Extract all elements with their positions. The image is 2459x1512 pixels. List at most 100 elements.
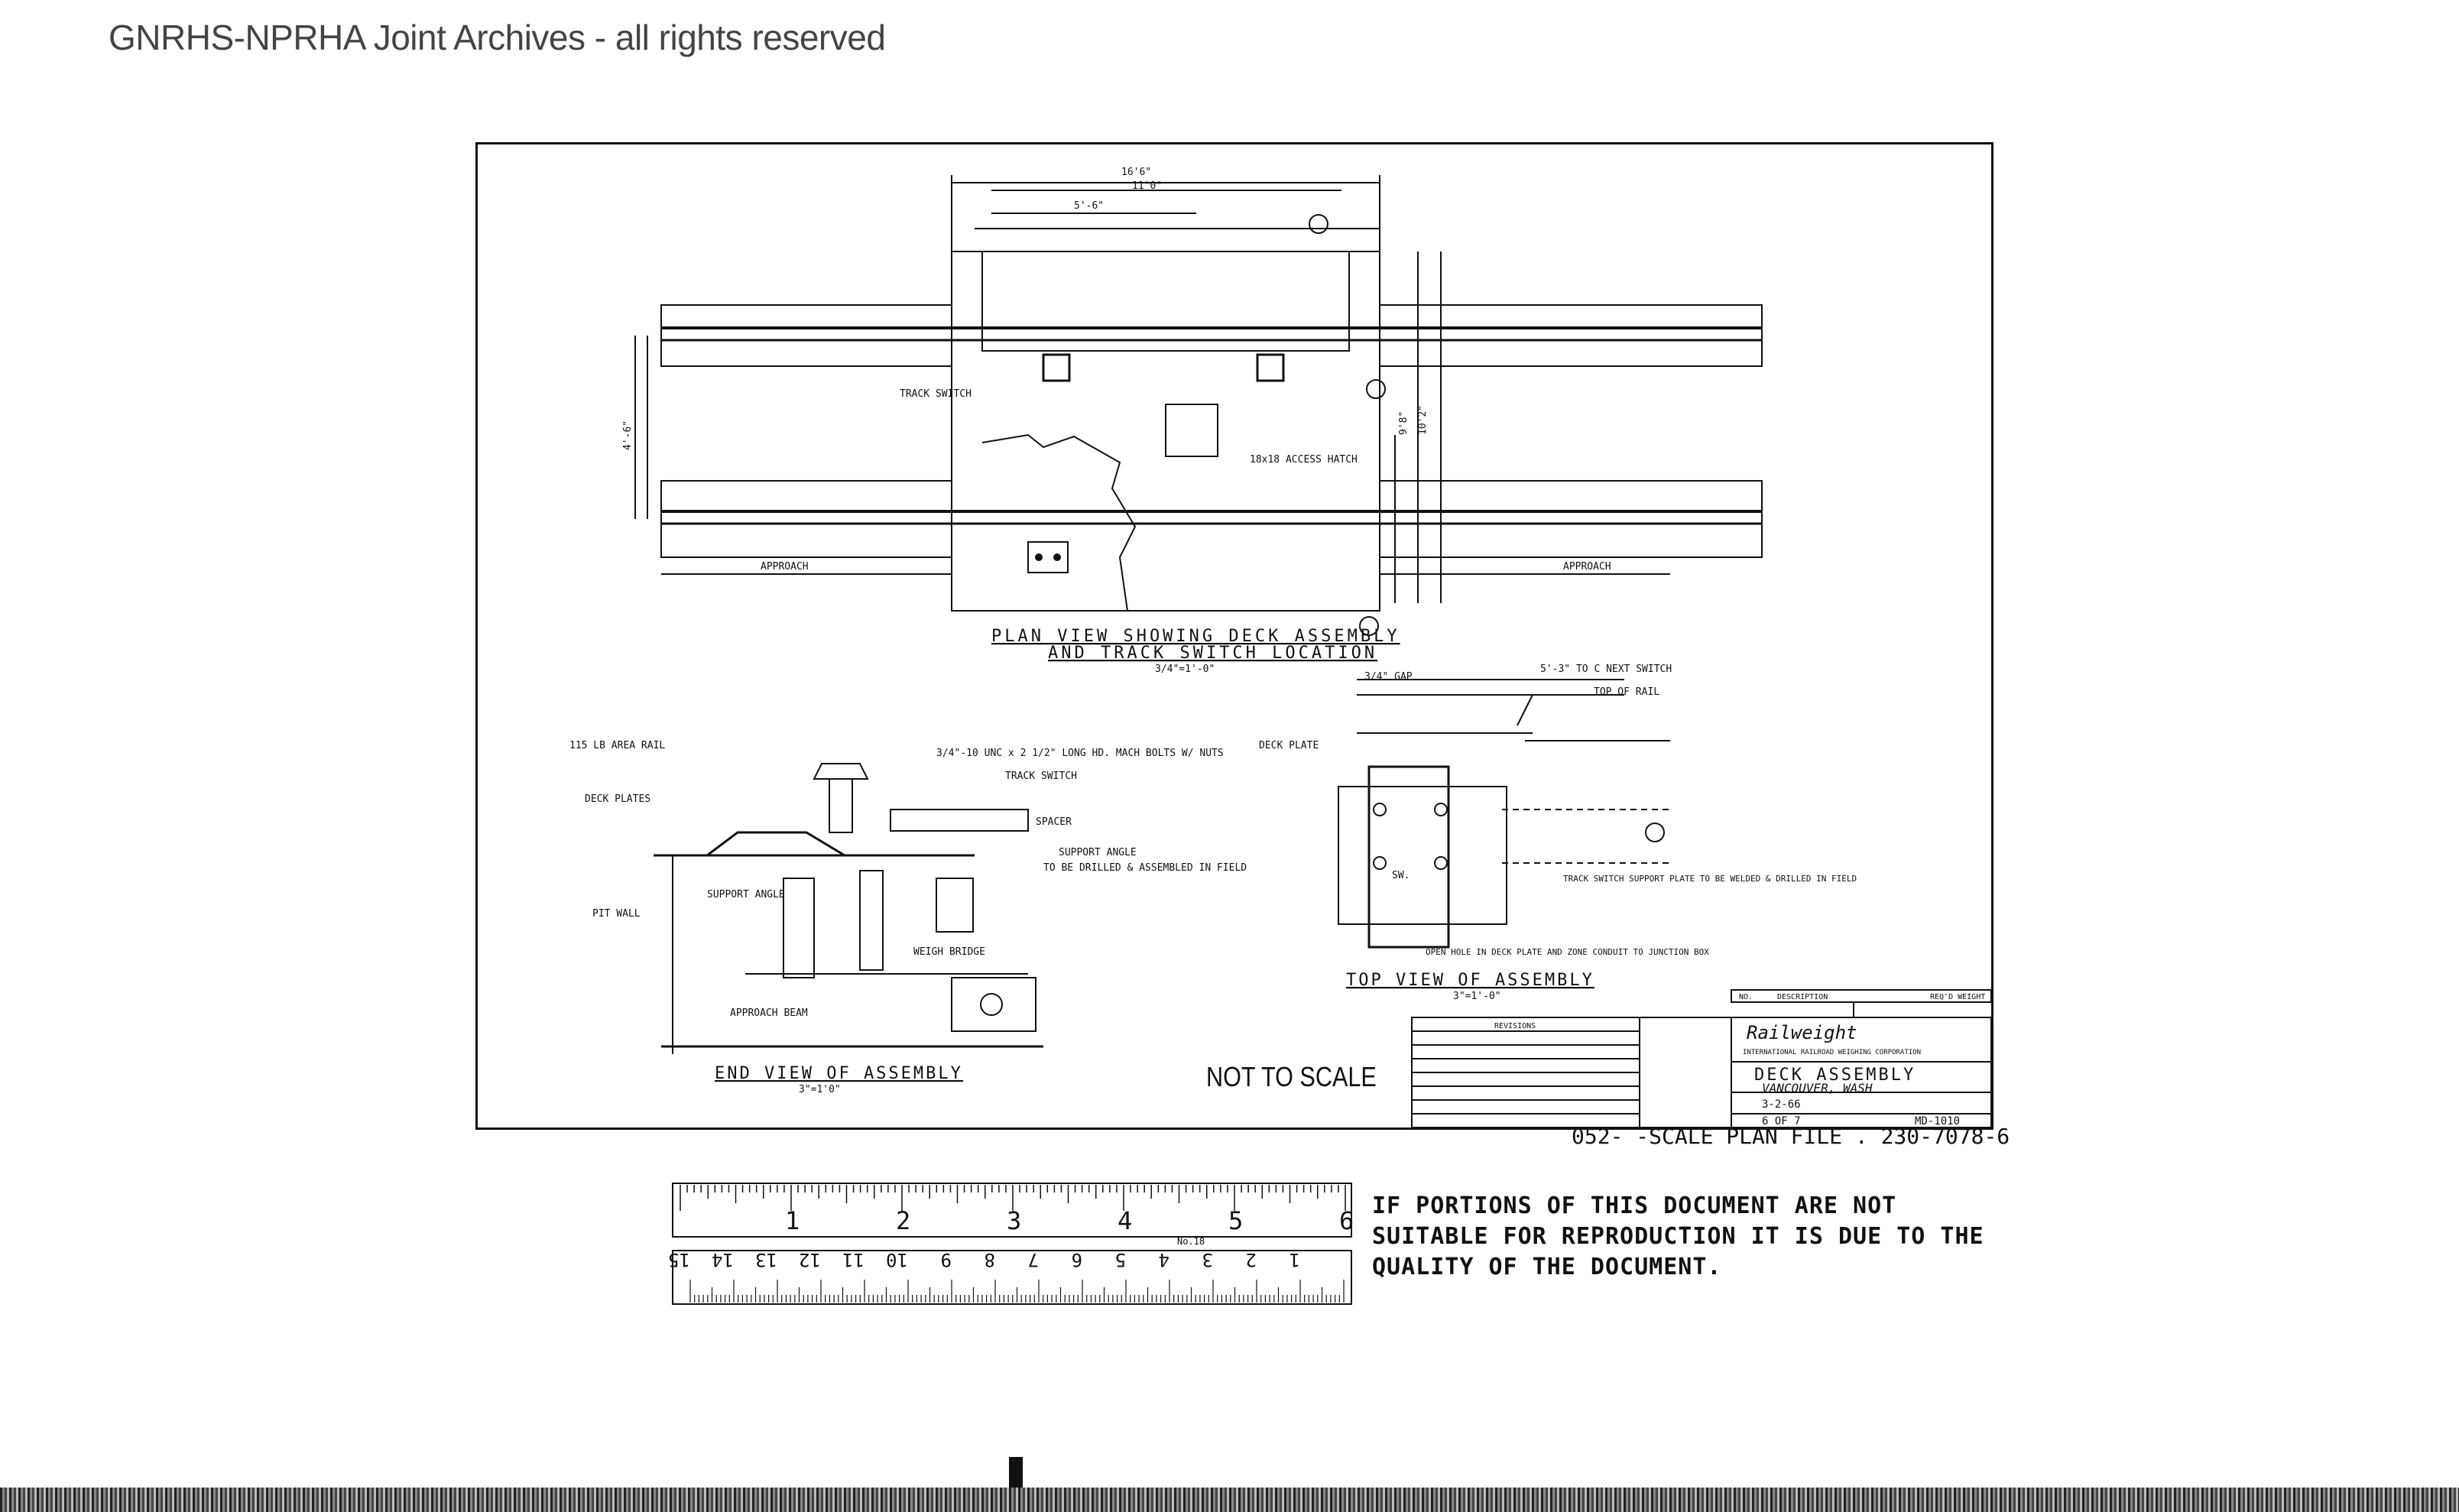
title-block-description: DESCRIPTION [1777,993,1828,1001]
track-switch-box-1 [1042,353,1071,382]
title-block-weight: REQ'D WEIGHT [1930,993,1985,1001]
ruler-cm-label: 10 [886,1249,908,1270]
approach-beam [951,977,1036,1032]
ruler-inch-label: 5 [1228,1206,1243,1235]
top-view-title: TOP VIEW OF ASSEMBLY [1346,971,1594,990]
end-track-switch-label: TRACK SWITCH [1005,771,1077,782]
ruler-cm-label: 6 [1072,1249,1082,1270]
end-bolt [980,993,1003,1016]
end-view-title: END VIEW OF ASSEMBLY [715,1064,963,1083]
ruler-inch-strip [672,1183,1352,1238]
ruler-cm-label: 4 [1159,1249,1169,1270]
archive-header: GNRHS-NPRHA Joint Archives - all rights … [109,18,886,57]
scan-edge-strip [0,1488,2459,1512]
ruler-mark: No.18 [1177,1236,1205,1247]
plan-view-scale: 3/4"=1'-0" [1155,664,1215,675]
end-spacer-label: SPACER [1036,816,1072,828]
ruler-cm-label: 8 [985,1249,995,1270]
access-hatch [1165,404,1218,457]
drawing-number: MD-1010 [1915,1115,1960,1128]
top-switch-support-label: TRACK SWITCH SUPPORT PLATE TO BE WELDED … [1563,874,1857,884]
top-gap-label: 3/4" GAP [1364,671,1413,683]
balloon-3-bottom [1359,616,1379,636]
dim-overall: 16'6" [1121,167,1151,178]
ruler-cm-label: 12 [799,1249,821,1270]
plan-view-title-2: AND TRACK SWITCH LOCATION [1048,644,1377,663]
top-deck-plate [1338,786,1507,925]
dim-5-6: 5'-6" [1074,200,1104,212]
ruler-cm-label: 5 [1115,1249,1126,1270]
title-block-no: NO. [1739,993,1753,1001]
end-drilled-label: TO BE DRILLED & ASSEMBLED IN FIELD [1043,862,1247,874]
end-support-angle-l-label: SUPPORT ANGLE [707,889,785,900]
approach-slab-left-top [660,304,952,367]
end-deck-plates-label: DECK PLATES [585,793,650,805]
ruler-inch-label: 6 [1339,1206,1354,1235]
company-subtitle: INTERNATIONAL RAILROAD WEIGHING CORPORAT… [1743,1049,1921,1056]
dim-height: 10'2" [1417,405,1429,435]
approach-slab-left-bottom [660,480,952,558]
top-view: 3/4" GAP 5'-3" TO C NEXT SWITCH TOP OF R… [1259,664,1857,1002]
approach-slab-right-bottom [1379,480,1763,558]
end-rail [829,778,853,833]
end-view: 115 LB AREA RAIL 3/4"-10 UNC x 2 1/2" LO… [569,740,1247,1095]
ruler-cm-label: 14 [712,1249,734,1270]
top-next-switch-label: 5'-3" TO C NEXT SWITCH [1540,664,1672,675]
access-hatch-label: 18x18 ACCESS HATCH [1250,454,1358,466]
drawing-sheet: 16'6" 11'0" 5'-6" 10'2" 9'8" 4'-6" TRACK… [475,142,1993,1130]
end-track-switch [890,809,1029,832]
top-view-scale: 3"=1'-0" [1453,991,1501,1002]
ruler-cm-label: 2 [1246,1249,1257,1270]
end-view-scale: 3"=1'0" [799,1084,841,1095]
plan-file-label: 052- -SCALE PLAN FILE . 230-7078-6 [1572,1124,2010,1149]
ruler-inch-label: 2 [896,1206,910,1235]
ruler-cm-label: 11 [842,1249,865,1270]
end-support-angle-left [783,878,815,978]
drawing-date: 3-2-66 [1762,1098,1801,1111]
balloon-3-top [1309,214,1328,234]
drawing-title: DECK ASSEMBLY [1754,1066,1916,1085]
ruler-cm-label: 13 [755,1249,777,1270]
title-block: NO. DESCRIPTION REQ'D WEIGHT REVISIONS R… [1411,989,1992,1128]
ruler-cm-label: 7 [1028,1249,1039,1270]
end-pit-wall-label: PIT WALL [592,908,641,920]
ruler-cm-label: 9 [941,1249,952,1270]
track-switch-label: TRACK SWITCH [900,388,972,400]
ruler-cm-label: 3 [1202,1249,1213,1270]
end-weigh-bridge-label: WEIGH BRIDGE [913,946,985,958]
plan-cutaway-line [981,433,1137,612]
top-deck-plate-label: DECK PLATE [1259,740,1319,751]
end-support-angle-r-label: SUPPORT ANGLE [1059,847,1137,858]
company-logo: Railweight [1747,1022,1857,1043]
top-open-hole-label: OPEN HOLE IN DECK PLATE AND ZONE CONDUIT… [1426,947,1709,957]
drawing-sheet-count: 6 OF 7 [1762,1115,1801,1128]
approach-slab-right-top [1379,304,1763,367]
ruler-cm-ticks [689,1280,1345,1303]
top-switch-box [1367,765,1450,949]
dim-4-6: 4'-6" [622,420,634,450]
approach-right-label: APPROACH [1563,561,1611,573]
end-approach-beam-label: APPROACH BEAM [730,1007,808,1019]
reproduction-notice: IF PORTIONS OF THIS DOCUMENT ARE NOT SUI… [1372,1192,1984,1280]
ruler-inch-label: 4 [1118,1206,1132,1235]
not-to-scale-stamp: NOT TO SCALE [1206,1061,1377,1092]
drawing-location: VANCOUVER, WASH [1762,1081,1873,1095]
ruler-cm-label: 15 [668,1249,690,1270]
top-of-rail-label: TOP OF RAIL [1594,686,1659,698]
end-rail-label: 115 LB AREA RAIL [569,740,665,751]
dim-9-8: 9'8" [1398,411,1410,435]
plan-top-deck [981,251,1350,352]
ruler-inch-label: 1 [785,1206,800,1235]
dim-inner: 11'0" [1132,180,1162,192]
junction-box [1027,541,1069,573]
plan-view-title-1: PLAN VIEW SHOWING DECK ASSEMBLY [991,627,1400,646]
drawing-canvas: 16'6" 11'0" 5'-6" 10'2" 9'8" 4'-6" TRACK… [569,167,1992,1128]
balloon-3-top-view [1645,823,1665,842]
end-bolts-label: 3/4"-10 UNC x 2 1/2" LONG HD. MACH BOLTS… [936,748,1224,759]
top-switch-box-label: SW. [1392,870,1410,881]
ruler-inch-label: 3 [1007,1206,1021,1235]
title-block-revisions: REVISIONS [1494,1022,1536,1030]
ruler-cm-label: 1 [1290,1249,1300,1270]
approach-left-label: APPROACH [761,561,809,573]
